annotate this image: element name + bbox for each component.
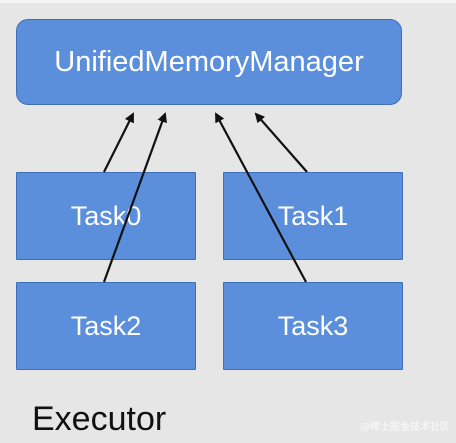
task1-box: Task1 bbox=[223, 172, 403, 260]
arrow-task1-to-manager bbox=[254, 112, 308, 173]
task3-box: Task3 bbox=[223, 282, 403, 370]
task3-label: Task3 bbox=[277, 310, 349, 341]
top-strip bbox=[0, 0, 456, 3]
task0-label: Task0 bbox=[70, 200, 142, 231]
manager-label: UnifiedMemoryManager bbox=[54, 45, 364, 78]
task2-label: Task2 bbox=[70, 310, 142, 341]
task0-box: Task0 bbox=[16, 172, 196, 260]
watermark-text: @稀土掘金技术社区 bbox=[360, 422, 450, 433]
unified-memory-manager-box: UnifiedMemoryManager bbox=[16, 19, 402, 105]
arrow-task0-to-manager bbox=[103, 112, 134, 173]
task1-label: Task1 bbox=[277, 200, 349, 231]
task2-box: Task2 bbox=[16, 282, 196, 370]
executor-label: Executor bbox=[32, 400, 167, 438]
